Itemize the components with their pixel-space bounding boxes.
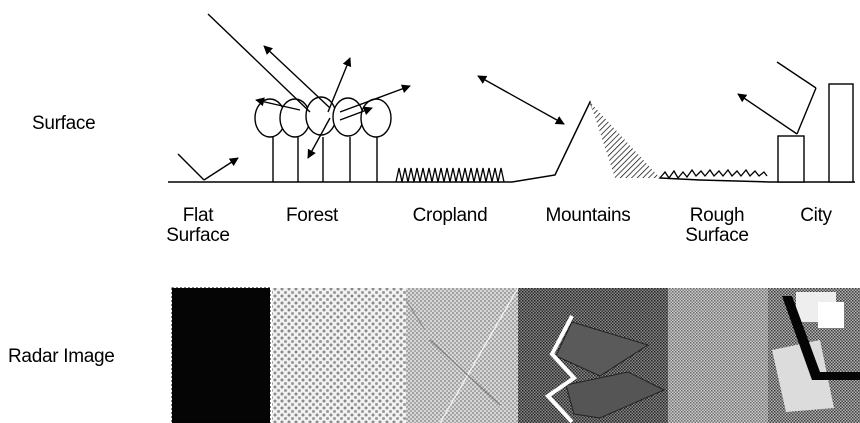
radar-tile-flat-surface (172, 288, 270, 423)
rough-surface-profile (660, 170, 767, 178)
forest-trees (255, 97, 391, 182)
flat-surface-reflection (178, 154, 238, 180)
radar-tile-cropland (406, 288, 518, 423)
radar-image-strip (172, 288, 860, 423)
radar-tile-city (768, 288, 860, 423)
radar-tile-rough-surface (668, 288, 768, 423)
mountain-shape (590, 102, 660, 178)
mountain-backscatter-arrow (478, 76, 564, 124)
city-buildings (778, 84, 853, 182)
radar-tile-mountains (518, 288, 668, 423)
cropland-vegetation (396, 168, 504, 182)
city-corner-reflection (738, 62, 816, 134)
radar-tile-forest (272, 288, 406, 423)
